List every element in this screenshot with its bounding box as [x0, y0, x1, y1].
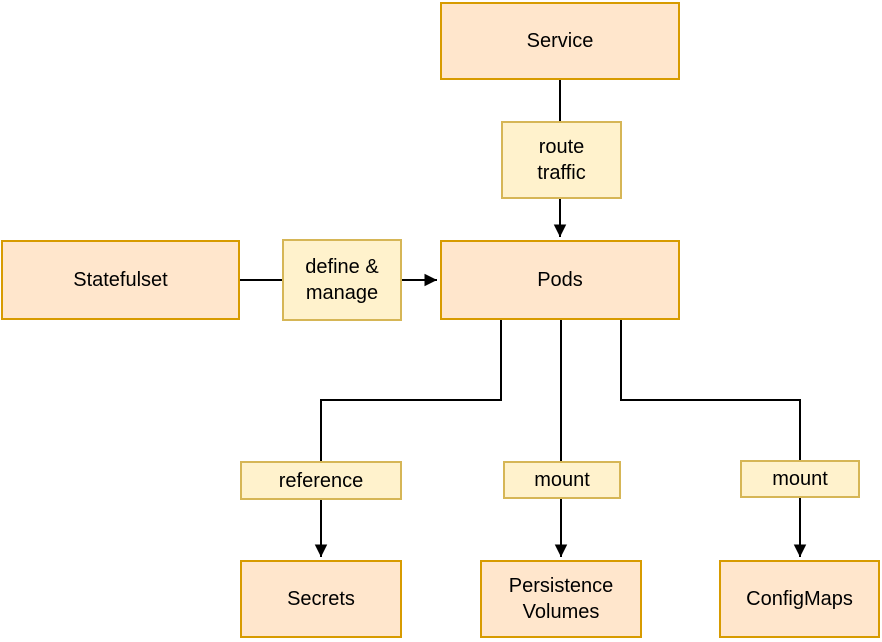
edge-label-reference: reference: [240, 461, 402, 500]
statefulset-node: Statefulset: [1, 240, 240, 320]
edge-label-route-traffic: route traffic: [501, 121, 622, 199]
service-node: Service: [440, 2, 680, 80]
edge-pods-to-reference-label: [320, 320, 502, 461]
persistence-volumes-node: Persistence Volumes: [480, 560, 642, 638]
edge-label-mount-persistence-volumes: mount: [503, 461, 621, 499]
edge-pods-to-mount-cm-label: [620, 320, 801, 460]
pods-node: Pods: [440, 240, 680, 320]
configmaps-node: ConfigMaps: [719, 560, 880, 638]
secrets-node: Secrets: [240, 560, 402, 638]
edge-label-define-manage: define & manage: [282, 239, 402, 321]
edge-label-mount-configmaps: mount: [740, 460, 860, 498]
